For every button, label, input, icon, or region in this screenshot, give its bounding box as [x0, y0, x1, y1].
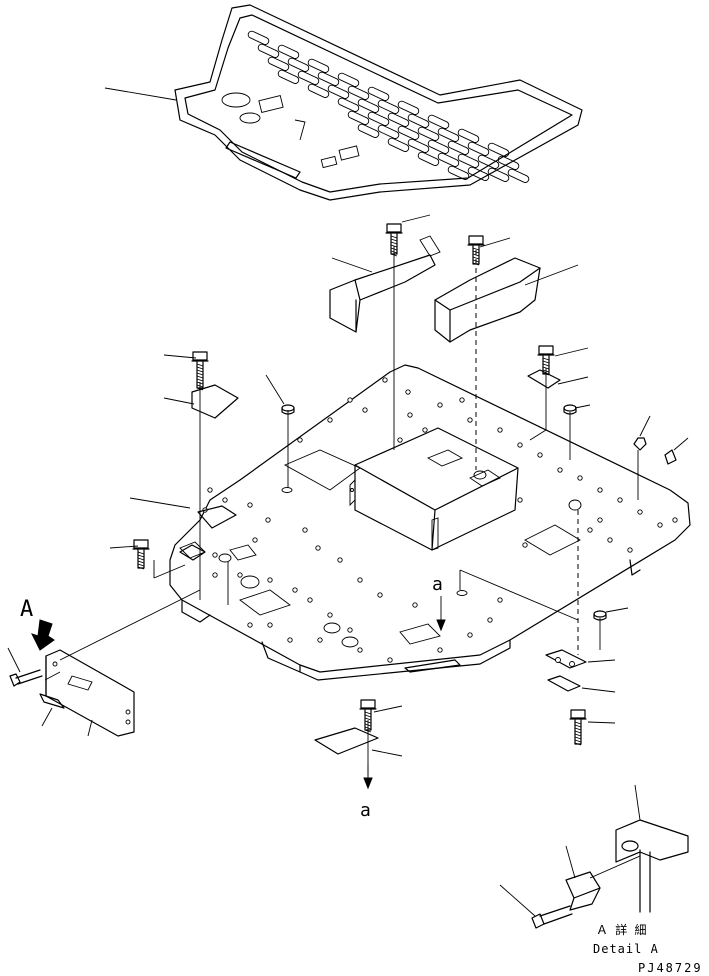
- bolt-panel: [9, 669, 43, 687]
- cover-right: [434, 257, 541, 343]
- floor-mat: [174, 4, 583, 201]
- leader-cover-right: [524, 264, 579, 286]
- bracket-panel: [39, 649, 135, 737]
- floor-plate: [169, 364, 691, 681]
- detail-caption-en: Detail A: [593, 942, 659, 956]
- leader-cover-left: [331, 257, 373, 273]
- console-box: [349, 427, 519, 551]
- detail-caption-jp: Ａ 詳 細: [596, 922, 646, 937]
- detail-a-assembly: [531, 819, 689, 929]
- cap-plugs: [281, 404, 677, 621]
- ref-arrows: [363, 596, 446, 790]
- detail-a-leaders: [499, 784, 641, 917]
- view-arrow-a: [31, 619, 55, 651]
- small-plates: [179, 369, 587, 755]
- leaders-left: [7, 354, 403, 757]
- view-marker-label: A: [20, 597, 33, 622]
- ref-label-upper: a: [432, 574, 443, 595]
- ref-label-lower: a: [360, 800, 371, 821]
- leader-floor-mat: [104, 87, 177, 101]
- leader-floor-plate: [129, 497, 191, 509]
- leaders-right: [401, 214, 689, 724]
- cover-left: [329, 235, 441, 333]
- drawing-code: PJ48729: [638, 961, 703, 975]
